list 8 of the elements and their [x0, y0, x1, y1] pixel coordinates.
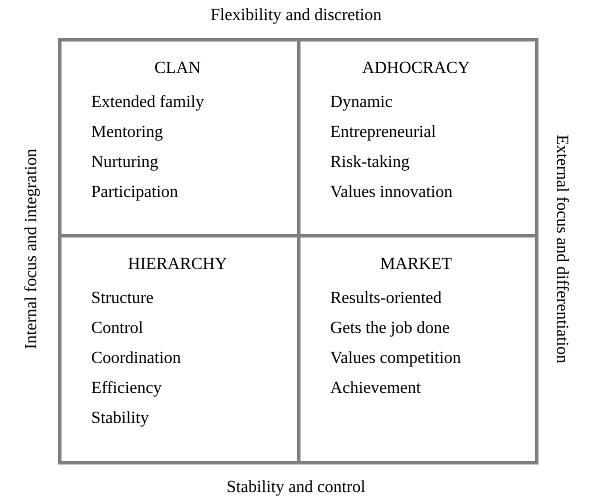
axis-label: Flexibility and discretion	[211, 8, 382, 24]
axis-label: External focus and differentiation	[556, 135, 570, 364]
quadrant-box: MARKET Results-oriented Gets the job done Values competition Achievement	[297, 234, 538, 464]
axis-label: Stability and control	[228, 480, 366, 496]
axis-label: Internal focus and integration	[24, 148, 40, 349]
quadrant-box: HIERARCHY Structure Control Coordination Efficiency Stability	[58, 234, 300, 464]
quadrant-box: ADHOCRACY Dynamic Entrepreneurial Risk-taking Values innovation	[297, 38, 538, 238]
quadrant-box: CLAN Extended family Mentoring Nurturing Participation	[58, 38, 300, 238]
